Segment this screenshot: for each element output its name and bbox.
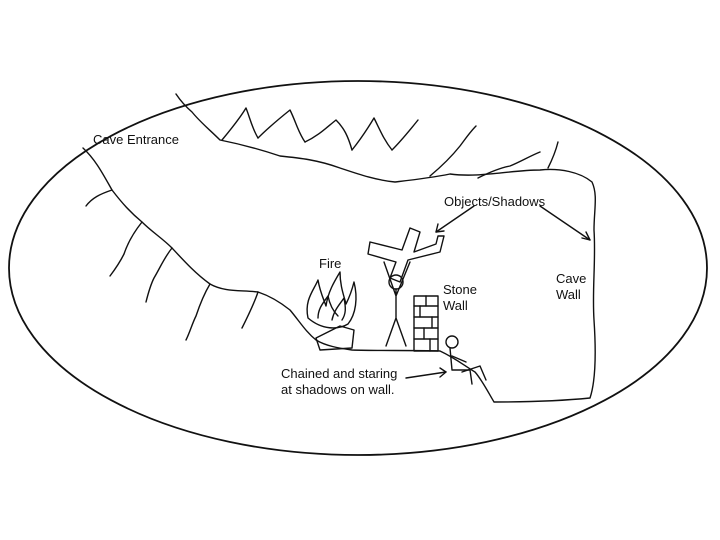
label-cave-entrance: Cave Entrance	[93, 132, 179, 147]
rock-crack	[222, 108, 258, 140]
arrow-objects-to-object	[436, 206, 474, 232]
carried-object	[368, 228, 444, 282]
rock-crack	[478, 152, 540, 178]
label-fire: Fire	[319, 256, 341, 271]
label-cave-wall-line2: Wall	[556, 287, 581, 302]
rock-crack	[258, 110, 305, 142]
rock-crack	[305, 120, 352, 150]
rock-crack	[352, 118, 392, 150]
fire-inner-flame	[332, 298, 345, 320]
rock-crack	[392, 120, 418, 150]
arrow-prisoner	[406, 368, 446, 378]
rock-crack	[110, 222, 142, 276]
label-objects-shadows: Objects/Shadows	[444, 194, 546, 209]
stone-wall	[414, 296, 438, 351]
rock-crack	[430, 126, 476, 176]
prisoner-bench	[462, 366, 486, 380]
prisoner-body	[450, 348, 472, 384]
label-stone-wall-line2: Wall	[443, 298, 468, 313]
prisoner-head	[446, 336, 458, 348]
label-stone-wall-line1: Stone	[443, 282, 477, 297]
rock-crack	[86, 190, 112, 206]
label-prisoner-line1: Chained and staring	[281, 366, 397, 381]
label-prisoner-line2: at shadows on wall.	[281, 382, 394, 397]
rock-crack	[146, 248, 172, 302]
label-cave-wall-line1: Cave	[556, 271, 586, 286]
rock-crack	[548, 142, 558, 168]
rock-crack	[186, 284, 210, 340]
arrow-objects-to-wall	[540, 206, 590, 240]
rock-crack	[242, 292, 258, 328]
